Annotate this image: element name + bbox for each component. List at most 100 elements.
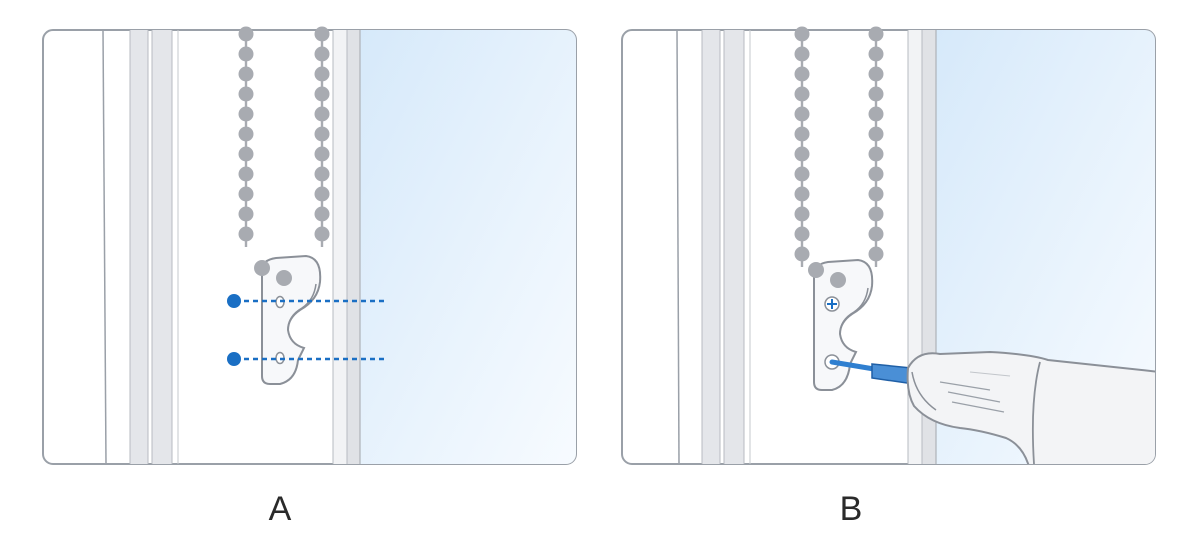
chain-ball: [314, 206, 330, 222]
chain-ball: [794, 26, 810, 42]
power-drill-icon: [829, 350, 1155, 464]
chain-ball: [794, 46, 810, 62]
chain-ball: [868, 26, 884, 42]
chain-link: [320, 121, 324, 127]
chain-link: [800, 161, 804, 167]
chain-cleat-icon: [808, 258, 874, 391]
chain-link: [800, 101, 804, 107]
screw-icon: [824, 296, 840, 312]
chain-link: [320, 161, 324, 167]
chain-ball: [314, 46, 330, 62]
panel-a: [42, 26, 577, 465]
chain-ball: [794, 206, 810, 222]
glass-pane-a: [360, 30, 576, 464]
chain-link: [320, 101, 324, 107]
chain-ball: [794, 246, 810, 262]
chain-ball: [314, 66, 330, 82]
chain-ball: [314, 26, 330, 42]
chain-ball: [868, 86, 884, 102]
chain-link: [874, 141, 878, 147]
chain-link: [320, 61, 324, 67]
chain-ball: [794, 106, 810, 122]
chain-link: [874, 121, 878, 127]
chain-ball: [238, 26, 254, 42]
chain-ball: [794, 66, 810, 82]
chain-ball: [238, 186, 254, 202]
chain-link: [800, 121, 804, 127]
chain-link: [320, 41, 324, 47]
chain-link: [244, 181, 248, 187]
chain-link: [800, 181, 804, 187]
chain-link: [874, 101, 878, 107]
rail-b-2: [724, 30, 744, 464]
chain-link: [244, 81, 248, 87]
ball-chain-icon: [794, 26, 884, 267]
chain-ball: [238, 46, 254, 62]
chain-link: [874, 161, 878, 167]
chain-link: [800, 201, 804, 207]
chain-ball: [314, 106, 330, 122]
chain-link: [874, 221, 878, 227]
chain-ball: [868, 106, 884, 122]
chain-link: [800, 241, 804, 247]
chain-link: [244, 221, 248, 227]
chain-link: [320, 201, 324, 207]
chain-link: [874, 181, 878, 187]
chain-ball: [868, 46, 884, 62]
chain-link: [800, 141, 804, 147]
chain-link: [320, 141, 324, 147]
chain-ball: [794, 186, 810, 202]
chain-ball: [238, 146, 254, 162]
chain-link: [874, 81, 878, 87]
chain-ball: [868, 206, 884, 222]
rail-a-1: [130, 30, 148, 464]
window-frame-a: [102, 30, 576, 464]
chain-ball: [238, 106, 254, 122]
chain-ball: [314, 126, 330, 142]
chain-cleat-icon: [254, 254, 322, 385]
chain-link: [874, 41, 878, 47]
rail-a-2: [152, 30, 172, 464]
chain-ball: [868, 66, 884, 82]
chain-link: [244, 201, 248, 207]
chain-link: [874, 261, 878, 267]
chain-ball: [794, 126, 810, 142]
chain-link: [244, 101, 248, 107]
chain-ball: [238, 66, 254, 82]
chain-link: [874, 201, 878, 207]
chain-link: [874, 61, 878, 67]
panel-b-label: B: [839, 490, 863, 528]
chain-ball: [868, 166, 884, 182]
chain-ball: [314, 146, 330, 162]
chain-ball: [868, 126, 884, 142]
ball-chain-icon: [238, 26, 330, 247]
chain-link: [800, 61, 804, 67]
chain-link: [244, 161, 248, 167]
chain-link: [244, 241, 248, 247]
chain-ball: [868, 146, 884, 162]
chain-ball: [238, 226, 254, 242]
chain-ball: [794, 146, 810, 162]
chain-ball: [794, 86, 810, 102]
chain-link: [320, 241, 324, 247]
chain-link: [800, 221, 804, 227]
mark-dot-icon: [227, 352, 241, 366]
drill-marks-a: [227, 294, 384, 366]
chain-ball: [868, 186, 884, 202]
chain-link: [244, 61, 248, 67]
chain-ball: [794, 226, 810, 242]
chain-link: [244, 141, 248, 147]
chain-link: [874, 241, 878, 247]
chain-ball: [238, 206, 254, 222]
mark-dot-icon: [227, 294, 241, 308]
chain-link: [800, 41, 804, 47]
chain-link: [244, 41, 248, 47]
chain-link: [800, 81, 804, 87]
chain-link: [320, 81, 324, 87]
chain-link: [244, 121, 248, 127]
panel-b: [621, 26, 1156, 465]
chain-ball: [868, 226, 884, 242]
chain-link: [800, 261, 804, 267]
chain-ball: [314, 86, 330, 102]
